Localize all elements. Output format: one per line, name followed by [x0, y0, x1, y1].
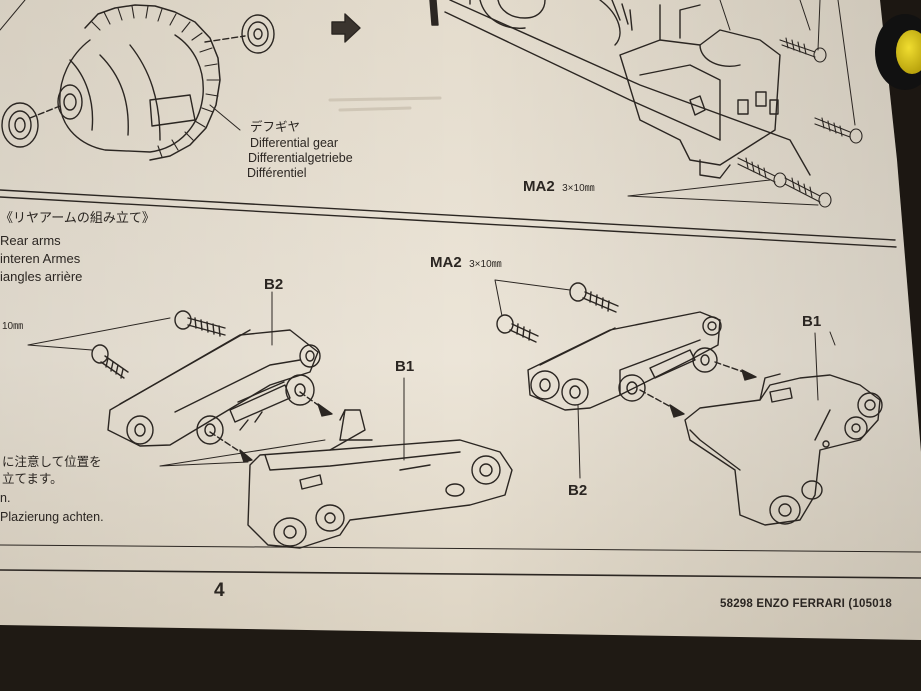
section-title-de: interen Armes — [0, 251, 81, 266]
left-rear-arm-drawing — [27, 291, 513, 549]
right-screw-code: MA2 — [430, 254, 462, 271]
left-part-b2-label: B2 — [264, 276, 284, 293]
page-number: 4 — [214, 580, 225, 601]
section-title-en: Rear arms — [0, 233, 61, 248]
section-title-jp: 《リヤアームの組み立て》 — [0, 210, 155, 225]
differential-label-en: Differential gear — [250, 136, 339, 150]
note-de-line: Plazierung achten. — [0, 510, 104, 524]
differential-label-fr: Différentiel — [247, 166, 307, 180]
left-screw-size: 10㎜ — [2, 321, 24, 332]
differential-gear-drawing — [1, 4, 275, 161]
left-part-b1-label: B1 — [395, 358, 415, 375]
differential-label-de: Differentialgetriebe — [248, 151, 353, 165]
top-screw-code: MA2 — [523, 178, 555, 195]
assembly-arrow — [331, 13, 361, 43]
note-fr-line: n. — [0, 491, 11, 505]
section-title-fr: iangles arrière — [0, 269, 83, 284]
right-screw-size: 3×10㎜ — [469, 259, 502, 270]
top-screw-callout: MA2 3×10㎜ — [523, 178, 595, 196]
knob-object — [875, 14, 921, 90]
right-screw-callout: MA2 3×10㎜ — [430, 254, 502, 272]
gearbox-drawing — [429, 0, 863, 208]
right-part-b2-label: B2 — [568, 482, 588, 499]
product-code: 58298 ENZO FERRARI (105018 — [720, 598, 893, 610]
note-jp-line-2: 立てます。 — [2, 472, 63, 486]
note-jp-line-1: に注意して位置を — [2, 455, 102, 469]
right-rear-arm-drawing — [494, 279, 883, 526]
top-screw-size: 3×10㎜ — [562, 183, 595, 194]
right-part-b1-label: B1 — [802, 313, 822, 330]
differential-label-jp: デフギヤ — [250, 120, 301, 134]
